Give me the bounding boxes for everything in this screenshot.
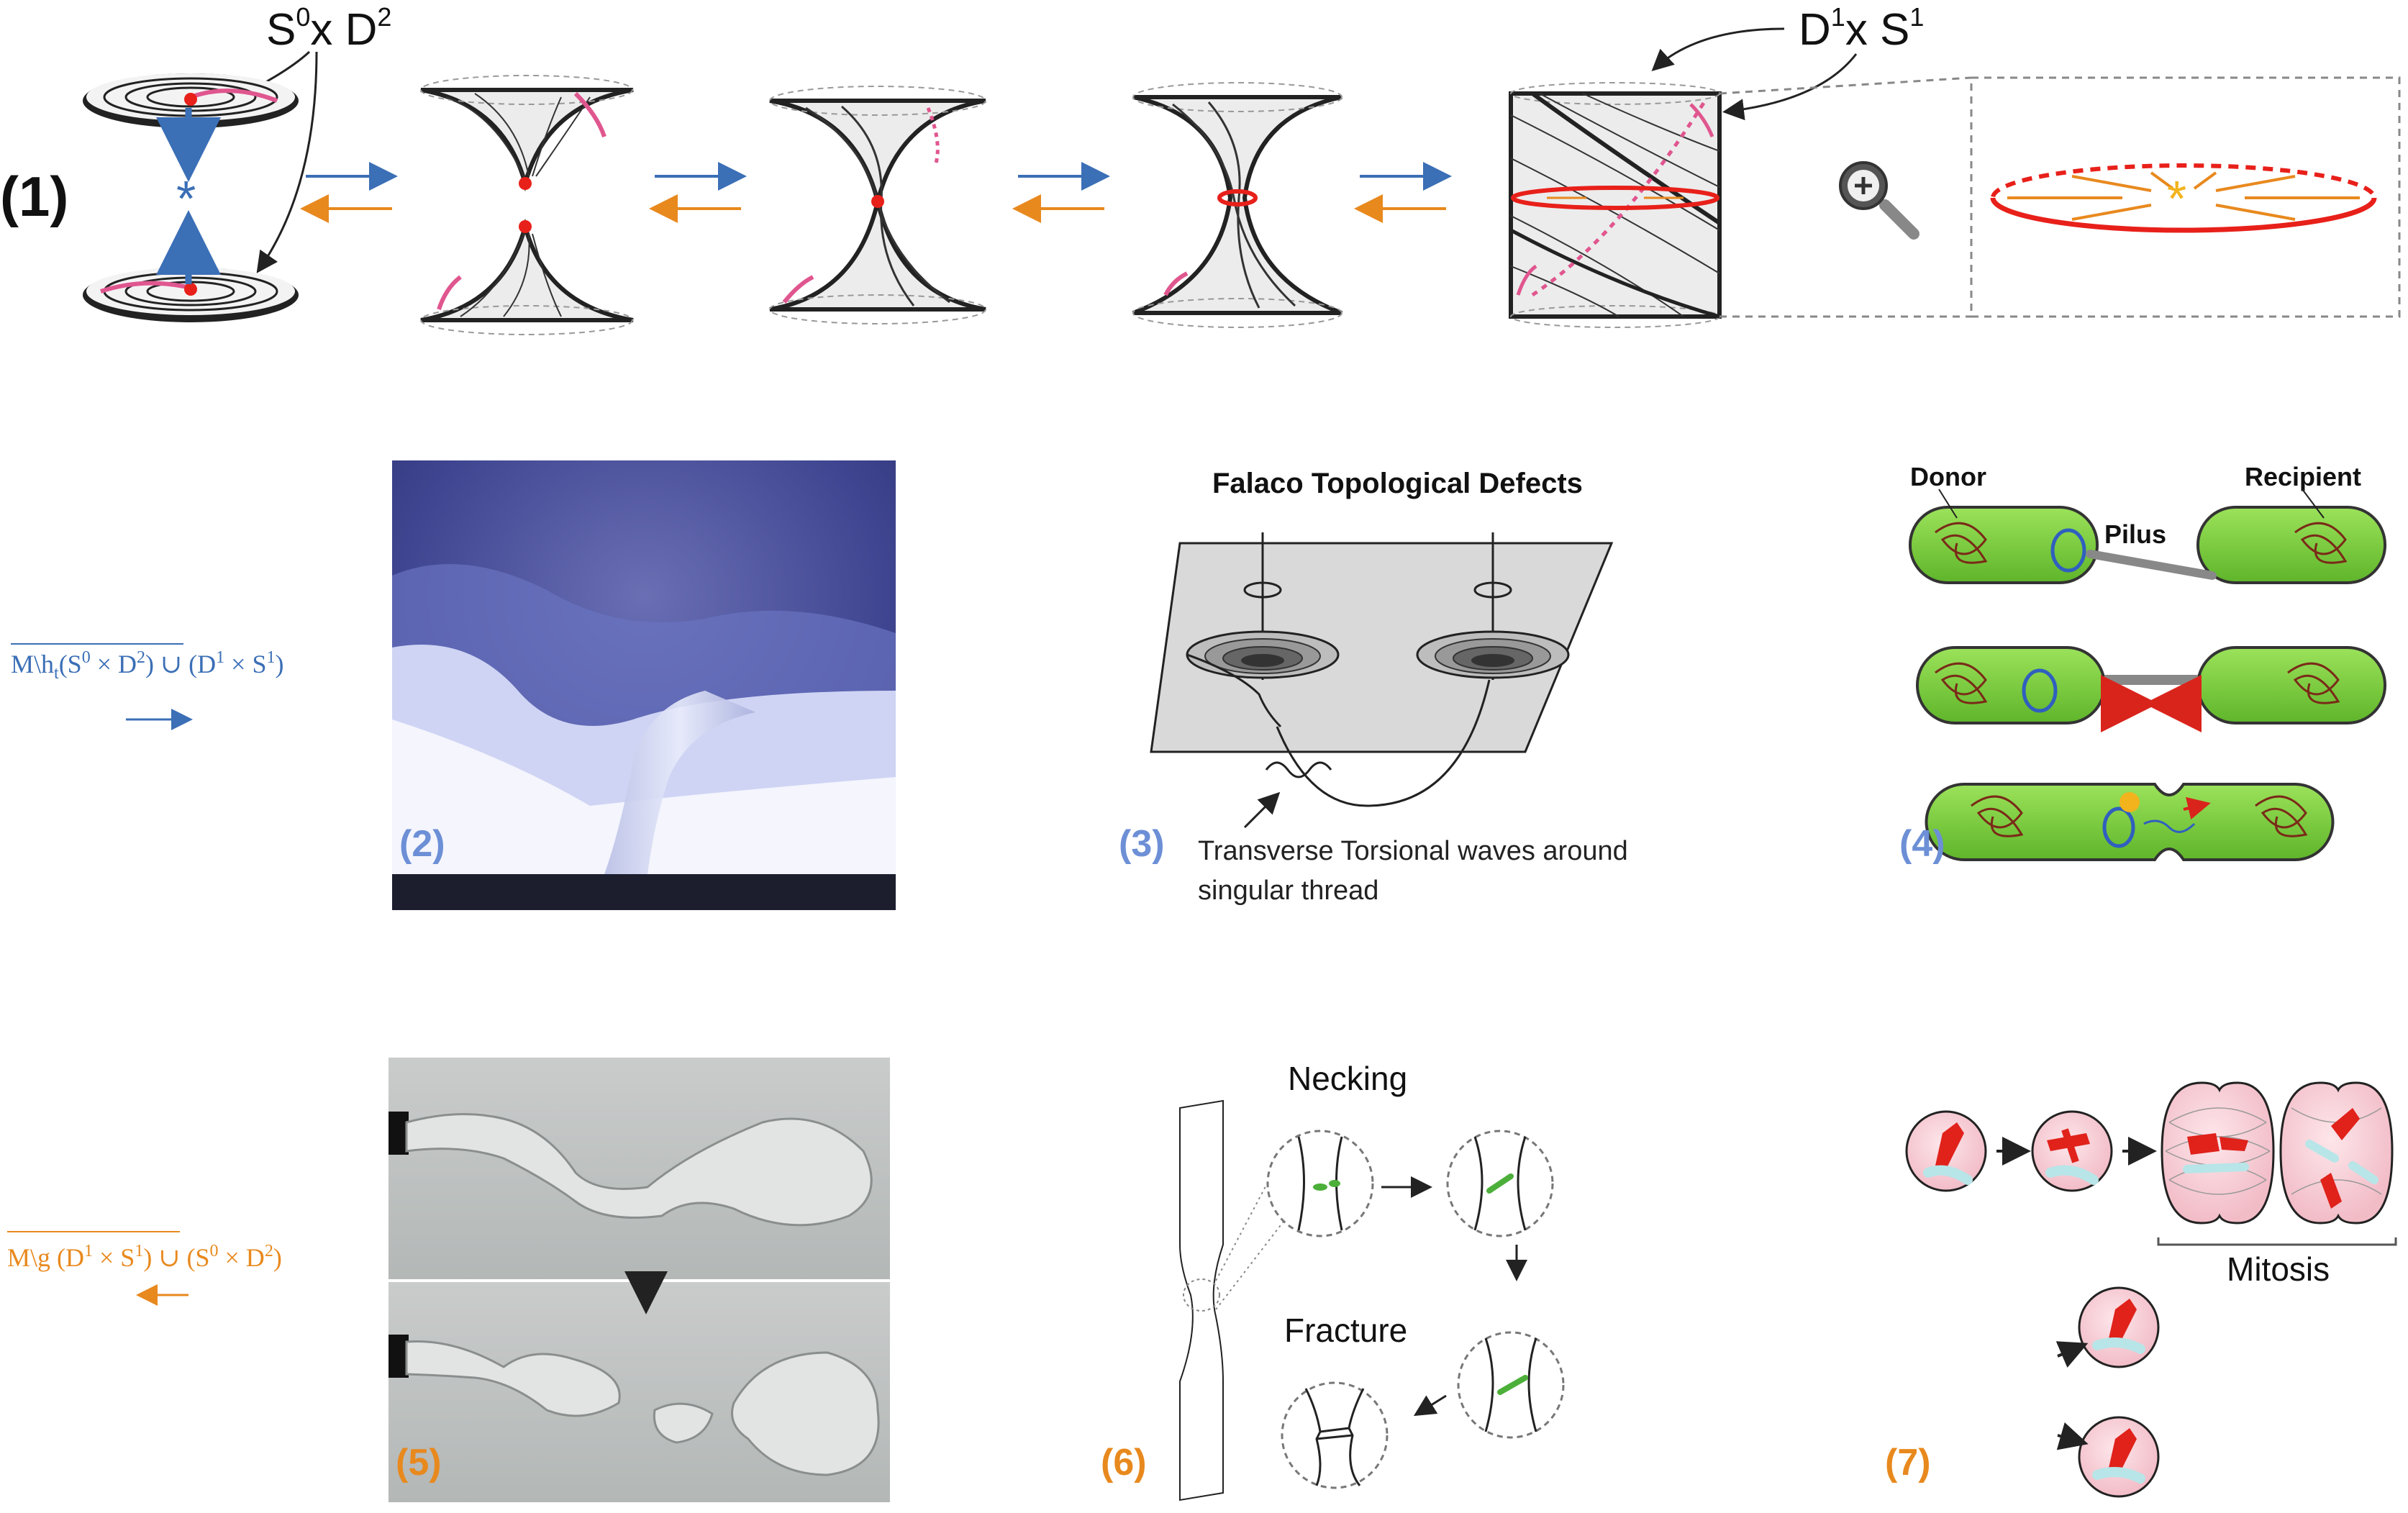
panel-7-mitosis: Mitosis (7) bbox=[1885, 1081, 2397, 1498]
panel-5-necking-photos: (5) bbox=[389, 1058, 890, 1502]
svg-text:M\ht(S0 × D2) ∪ (D1 × S1): M\ht(S0 × D2) ∪ (D1 × S1) bbox=[11, 648, 283, 683]
s0xd2-pointer-bottom bbox=[256, 51, 318, 273]
panel-3-falaco: Falaco Topological Defects Transverse To… bbox=[1119, 468, 1628, 906]
recipient-cell bbox=[2196, 506, 2386, 584]
s0xd2-label: S0x D2 bbox=[266, 2, 391, 55]
mitosis-label: Mitosis bbox=[2227, 1250, 2330, 1288]
hourglass-neck bbox=[1132, 82, 1343, 328]
panel-3-title: Falaco Topological Defects bbox=[1212, 468, 1583, 499]
cones-separated bbox=[420, 75, 634, 335]
panel-6-necking-fracture: Necking Fracture (6) bbox=[1101, 1060, 1565, 1501]
svg-text:M\g (D1 × S1) ∪ (S0 × D2): M\g (D1 × S1) ∪ (S0 × D2) bbox=[7, 1242, 282, 1272]
panel-2-tornado-photo: (2) bbox=[392, 460, 896, 910]
fracture-label: Fracture bbox=[1284, 1312, 1407, 1349]
hourglass-touching bbox=[769, 86, 986, 324]
zoom-star: * bbox=[2167, 171, 2186, 227]
necking-label: Necking bbox=[1288, 1060, 1407, 1097]
panel-3-caption-2: singular thread bbox=[1198, 876, 1378, 906]
transition-arrows bbox=[300, 162, 1452, 223]
panel-3-caption-1: Transverse Torsional waves around bbox=[1198, 836, 1628, 866]
panel-2-label: (2) bbox=[399, 823, 445, 865]
donor-label: Donor bbox=[1910, 462, 1986, 491]
specimen-bar bbox=[1179, 1099, 1224, 1501]
singular-thread bbox=[1276, 679, 1491, 807]
panel-1: (1) S0x D2 * bbox=[0, 2, 2401, 335]
disk-top bbox=[83, 73, 299, 128]
mitosis-bracket bbox=[2157, 1237, 2397, 1246]
panel-4-label: (4) bbox=[1899, 823, 1945, 865]
panel-6-label: (6) bbox=[1101, 1442, 1147, 1484]
cylinder-d1xs1 bbox=[1509, 82, 1722, 328]
panel-4-conjugation: Donor Recipient Pilus (4) bbox=[1899, 462, 2386, 865]
d1xs1-label: D1x S1 bbox=[1799, 2, 1924, 55]
falaco-right-vortex bbox=[1416, 532, 1570, 680]
formula-bottom: M\g (D1 × S1) ∪ (S0 × D2) bbox=[7, 1231, 282, 1306]
recipient-label: Recipient bbox=[2245, 462, 2361, 491]
falaco-left-vortex bbox=[1186, 532, 1340, 728]
magnifier-plus-icon bbox=[1839, 161, 1919, 240]
pilus-label: Pilus bbox=[2104, 519, 2166, 549]
zoom-inset: * bbox=[1970, 76, 2401, 318]
panel-1-label: (1) bbox=[0, 165, 68, 228]
donor-cell bbox=[1909, 506, 2099, 584]
center-star: * bbox=[176, 171, 196, 227]
panel-5-label: (5) bbox=[396, 1442, 442, 1484]
panel-3-label: (3) bbox=[1119, 823, 1165, 865]
panel-7-label: (7) bbox=[1885, 1442, 1931, 1484]
formula-top: M\ht(S0 × D2) ∪ (D1 × S1) bbox=[11, 643, 283, 730]
